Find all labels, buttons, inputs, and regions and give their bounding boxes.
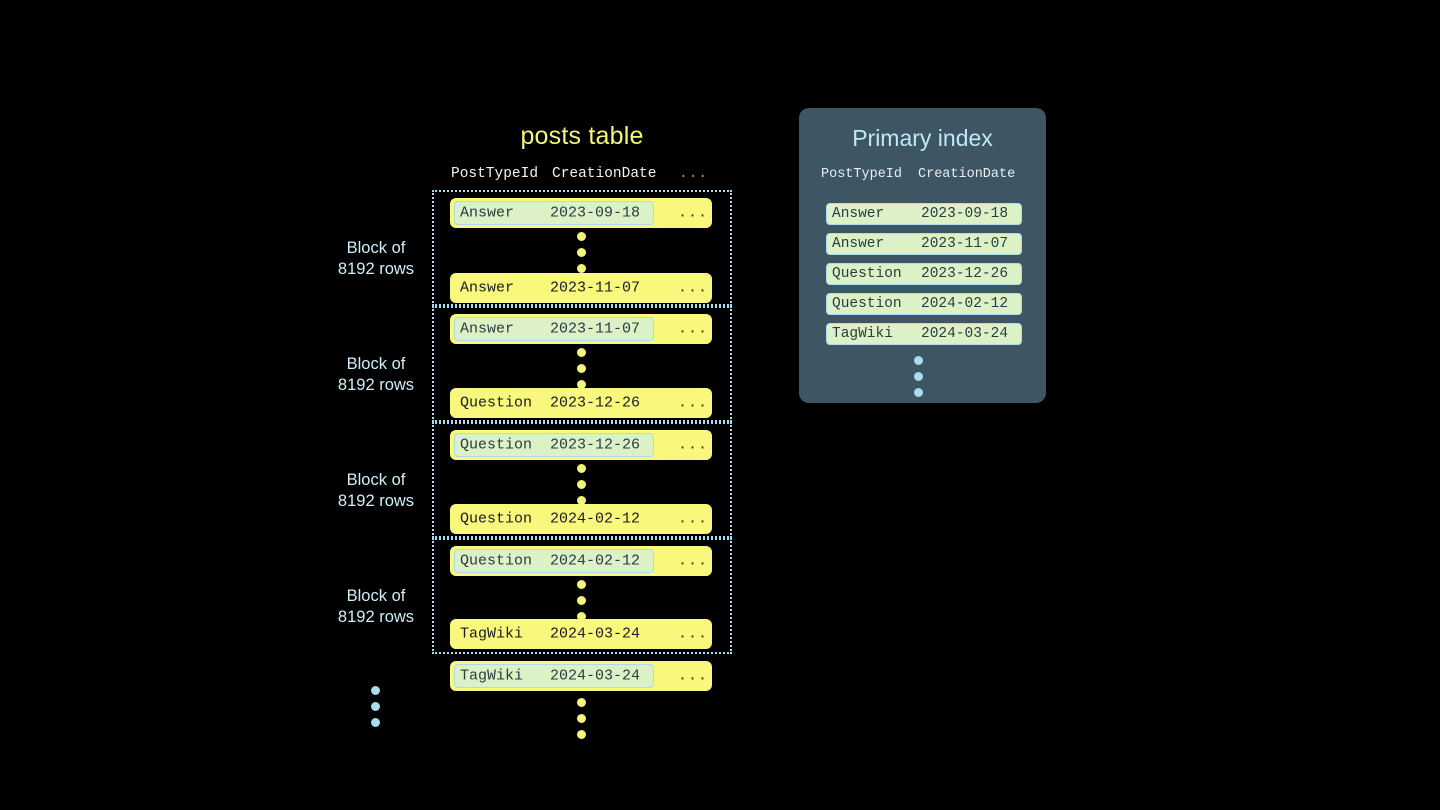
index-row-posttypeid: TagWiki xyxy=(832,326,893,342)
row-posttypeid: Answer xyxy=(460,279,515,297)
row-creationdate: 2024-03-24 xyxy=(550,625,641,643)
index-row-posttypeid: Answer xyxy=(832,206,885,222)
block-3 xyxy=(432,422,732,538)
row-posttypeid: Answer xyxy=(460,320,515,338)
row-ellipsis-dots xyxy=(577,464,586,505)
row-posttypeid: Question xyxy=(460,436,533,454)
block-4-label-line2: 8192 rows xyxy=(337,608,415,626)
row-creationdate: 2024-02-12 xyxy=(550,552,641,570)
table-row: Question 2023-12-26 ... xyxy=(450,430,712,460)
row-highlight-pill xyxy=(454,664,654,688)
block-1-label-line1: Block of xyxy=(346,239,406,257)
block-4-label: Block of 8192 rows xyxy=(306,586,446,628)
row-highlight-pill xyxy=(454,433,654,457)
block-2-label: Block of 8192 rows xyxy=(306,354,446,396)
table-row: Question 2024-02-12 ... xyxy=(450,546,712,576)
row-creationdate: 2023-09-18 xyxy=(550,204,641,222)
row-posttypeid: Question xyxy=(460,510,533,528)
row-posttypeid: TagWiki xyxy=(460,625,524,643)
row-creationdate: 2023-11-07 xyxy=(550,279,641,297)
index-row: TagWiki 2024-03-24 xyxy=(826,323,1022,345)
row-highlight-pill xyxy=(454,549,654,573)
posts-table-title: posts table xyxy=(520,122,644,150)
table-row: Answer 2023-11-07 ... xyxy=(450,314,712,344)
row-posttypeid: Question xyxy=(460,394,533,412)
block-1-label: Block of 8192 rows xyxy=(306,238,446,280)
primary-index-column-headers: PostTypeId CreationDate xyxy=(799,167,1046,187)
index-row-creationdate: 2024-02-12 xyxy=(921,296,1009,312)
table-row: TagWiki 2024-03-24 ... xyxy=(450,619,712,649)
row-creationdate: 2024-02-12 xyxy=(550,510,641,528)
table-row: Answer 2023-09-18 ... xyxy=(450,198,712,228)
row-ellipsis-dots xyxy=(577,232,586,273)
table-row: Answer 2023-11-07 ... xyxy=(450,273,712,303)
index-row-creationdate: 2023-11-07 xyxy=(921,236,1009,252)
block-2-label-line1: Block of xyxy=(346,355,406,373)
row-ellipsis: ... xyxy=(678,667,709,685)
table-row: Question 2024-02-12 ... xyxy=(450,504,712,534)
row-ellipsis: ... xyxy=(678,204,709,222)
index-continuation-dots xyxy=(914,356,923,397)
column-header-creationdate: CreationDate xyxy=(552,166,657,182)
block-3-label-line2: 8192 rows xyxy=(337,492,415,510)
row-ellipsis: ... xyxy=(678,320,709,338)
index-row: Answer 2023-11-07 xyxy=(826,233,1022,255)
table-continuation-dots xyxy=(577,698,586,739)
primary-index-title: Primary index xyxy=(852,125,993,151)
index-row-creationdate: 2024-03-24 xyxy=(921,326,1009,342)
row-creationdate: 2023-12-26 xyxy=(550,436,641,454)
index-column-header-posttypeid: PostTypeId xyxy=(821,167,903,182)
block-3-label: Block of 8192 rows xyxy=(306,470,446,512)
row-creationdate: 2024-03-24 xyxy=(550,667,641,685)
block-4 xyxy=(432,538,732,654)
index-row: Answer 2023-09-18 xyxy=(826,203,1022,225)
table-row: TagWiki 2024-03-24 ... xyxy=(450,661,712,691)
row-posttypeid: Question xyxy=(460,552,533,570)
row-ellipsis-dots xyxy=(577,348,586,389)
row-ellipsis: ... xyxy=(678,279,709,297)
index-row-posttypeid: Question xyxy=(832,296,902,312)
index-row-creationdate: 2023-12-26 xyxy=(921,266,1009,282)
index-row: Question 2023-12-26 xyxy=(826,263,1022,285)
posts-table-column-headers: PostTypeId CreationDate ... xyxy=(432,166,732,186)
block-1-label-line2: 8192 rows xyxy=(337,260,415,278)
primary-index-panel: Primary index PostTypeId CreationDate An… xyxy=(799,108,1046,403)
index-column-header-creationdate: CreationDate xyxy=(918,167,1016,182)
block-continuation-dots xyxy=(371,686,380,727)
row-ellipsis-dots xyxy=(577,580,586,621)
table-row: Question 2023-12-26 ... xyxy=(450,388,712,418)
block-3-label-line1: Block of xyxy=(346,471,406,489)
row-highlight-pill xyxy=(454,201,654,225)
row-highlight-pill xyxy=(454,317,654,341)
block-4-label-line1: Block of xyxy=(346,587,406,605)
block-1 xyxy=(432,190,732,306)
row-posttypeid: Answer xyxy=(460,204,515,222)
index-row-creationdate: 2023-09-18 xyxy=(921,206,1009,222)
index-row-posttypeid: Question xyxy=(832,266,902,282)
block-2 xyxy=(432,306,732,422)
block-2-label-line2: 8192 rows xyxy=(337,376,415,394)
row-ellipsis: ... xyxy=(678,394,709,412)
row-ellipsis: ... xyxy=(678,436,709,454)
row-creationdate: 2023-12-26 xyxy=(550,394,641,412)
row-ellipsis: ... xyxy=(678,552,709,570)
row-ellipsis: ... xyxy=(678,625,709,643)
index-row-posttypeid: Answer xyxy=(832,236,885,252)
row-ellipsis: ... xyxy=(678,510,709,528)
index-row: Question 2024-02-12 xyxy=(826,293,1022,315)
row-creationdate: 2023-11-07 xyxy=(550,320,641,338)
column-header-ellipsis: ... xyxy=(679,166,709,182)
column-header-posttypeid: PostTypeId xyxy=(451,166,539,182)
row-posttypeid: TagWiki xyxy=(460,667,524,685)
